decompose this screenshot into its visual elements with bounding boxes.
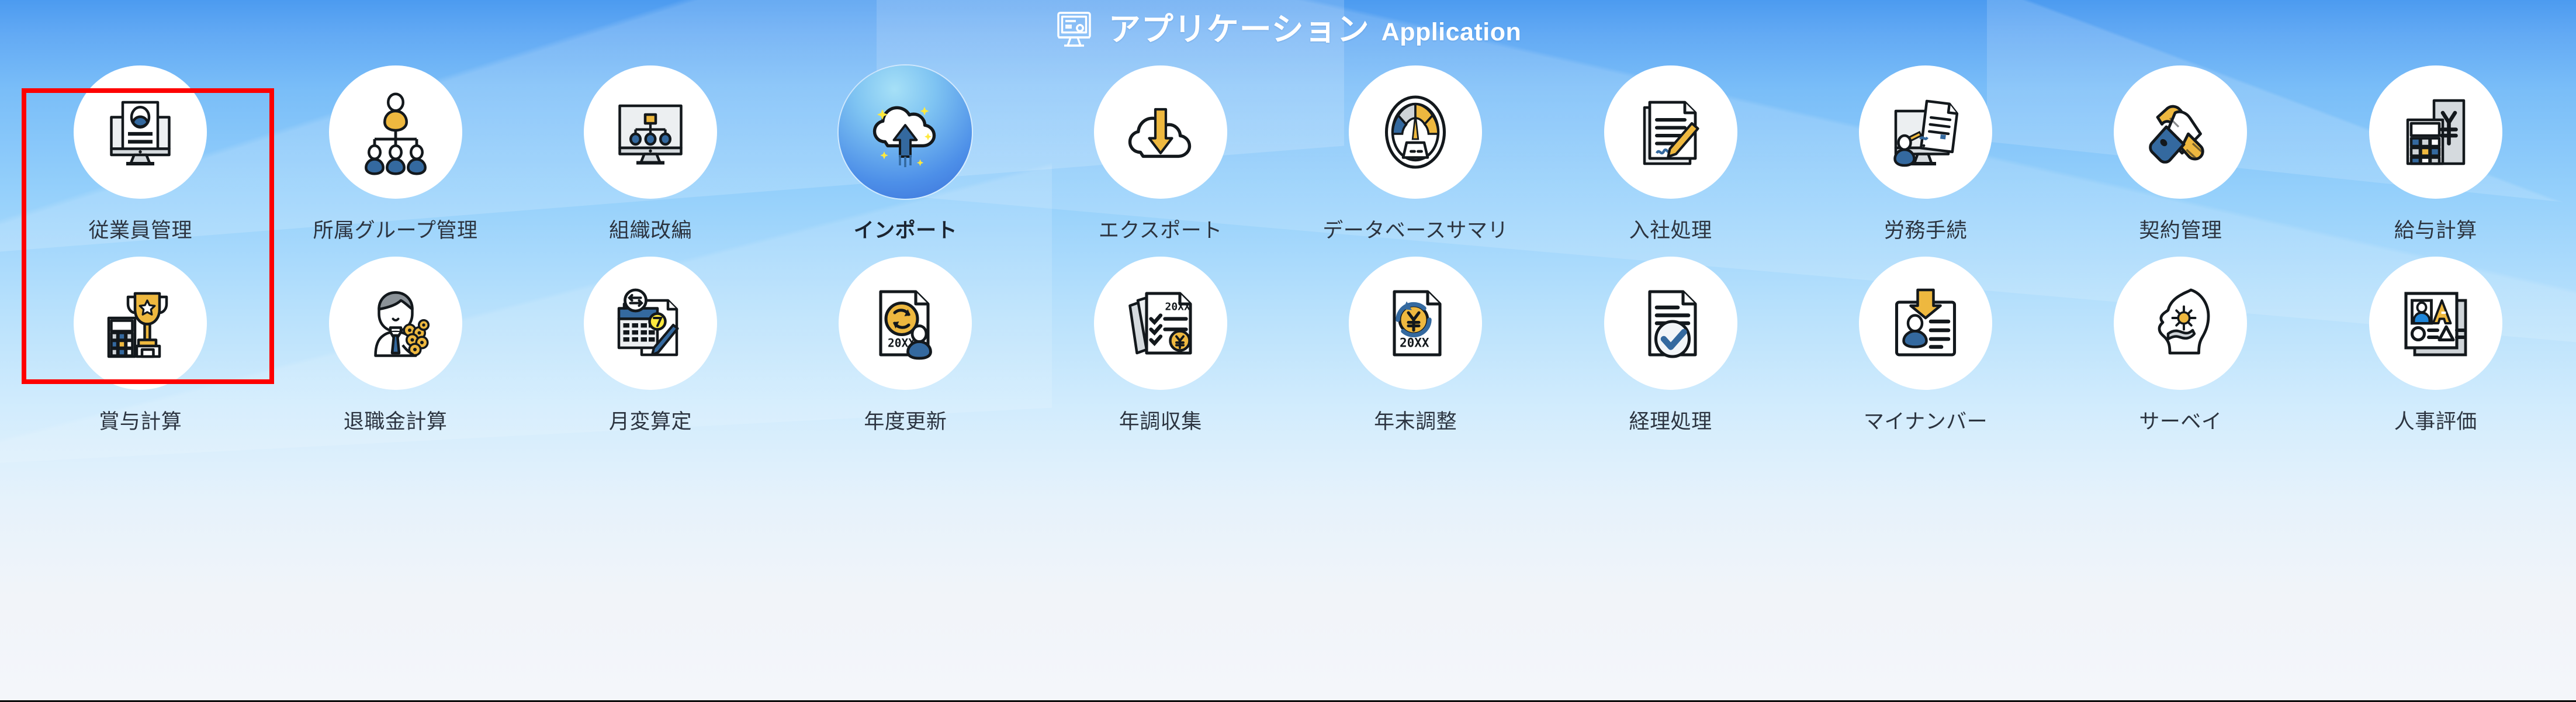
tile-label: 組織改編 <box>608 219 692 242</box>
calendar-revision-icon <box>617 288 679 357</box>
tile-circle-selected[interactable] <box>839 65 972 199</box>
tile-contract-management[interactable]: 契約管理 <box>2053 65 2308 244</box>
tile-circle[interactable] <box>583 257 717 390</box>
tile-label: マイナンバー <box>1863 410 1988 433</box>
cloud-upload-icon <box>873 106 936 167</box>
tile-database-summary[interactable]: データベースサマリ <box>1288 65 1543 244</box>
tile-year-end-adjustment[interactable]: 20XX 年末調整 <box>1288 257 1543 435</box>
tile-bonus-calculation[interactable]: 賞与計算 <box>13 257 268 435</box>
tile-label: 入社処理 <box>1629 219 1712 242</box>
tile-org-restructure[interactable]: 組織改編 <box>523 65 778 244</box>
year-placeholder-text: 20XX <box>1400 336 1429 350</box>
page-title-ja: アプリケーション <box>1108 11 1370 47</box>
tile-label: 月変算定 <box>608 410 692 433</box>
tile-circle[interactable] <box>2114 65 2248 199</box>
trophy-calculator-icon <box>107 292 168 358</box>
tile-onboarding[interactable]: 入社処理 <box>1543 65 1798 244</box>
annual-renewal-document-icon: 20XX <box>879 290 933 360</box>
survey-head-idea-icon <box>2158 288 2210 355</box>
tile-circle[interactable] <box>2114 257 2248 390</box>
my-number-card-icon <box>1895 288 1957 357</box>
tile-import[interactable]: インポート <box>778 65 1033 244</box>
tile-circle[interactable] <box>328 257 462 390</box>
org-group-tree-icon <box>364 92 427 175</box>
tile-circle[interactable] <box>2369 65 2502 199</box>
tile-label: データベースサマリ <box>1322 219 1509 242</box>
tile-annual-renewal[interactable]: 20XX 年度更新 <box>778 257 1033 435</box>
tile-label: 年調収集 <box>1119 410 1202 433</box>
tile-payroll[interactable]: 給与計算 <box>2308 65 2563 244</box>
year-end-adjustment-icon: 20XX <box>1393 290 1442 357</box>
tile-label: 賞与計算 <box>99 410 182 433</box>
tile-label: エクスポート <box>1098 219 1223 242</box>
page-header: アプリケーション Application <box>0 0 2576 58</box>
tile-label: 年末調整 <box>1374 410 1457 433</box>
tile-circle[interactable]: 20XX <box>1093 257 1227 390</box>
tile-my-number[interactable]: マイナンバー <box>1798 257 2053 435</box>
tile-circle[interactable] <box>1858 65 1992 199</box>
labor-paperwork-monitor-icon <box>1893 99 1959 167</box>
tile-export[interactable]: エクスポート <box>1033 65 1288 244</box>
retirement-bouquet-person-icon <box>373 291 430 357</box>
tile-label: 人事評価 <box>2394 410 2477 433</box>
application-row-2: 賞与計算 <box>13 257 2563 435</box>
tile-circle[interactable] <box>1349 65 1483 199</box>
page-title-en: Application <box>1381 18 1522 46</box>
tile-circle[interactable] <box>2369 257 2502 390</box>
cloud-download-icon <box>1128 108 1191 158</box>
tile-year-end-collection[interactable]: 20XX 年調収集 <box>1033 257 1288 435</box>
sparkle-icon <box>877 106 932 167</box>
tile-survey[interactable]: サーベイ <box>2053 257 2308 435</box>
tile-label: 年度更新 <box>864 410 947 433</box>
tile-label: インポート <box>853 219 958 242</box>
gauge-dashboard-icon <box>1385 95 1446 169</box>
org-restructure-monitor-icon <box>618 104 683 165</box>
accounting-approved-document-icon <box>1648 290 1697 358</box>
document-signature-icon <box>1643 101 1699 165</box>
tile-circle[interactable] <box>1093 65 1227 199</box>
tile-circle[interactable] <box>583 65 717 199</box>
tile-circle[interactable]: 20XX <box>1349 257 1483 390</box>
tile-circle[interactable] <box>328 65 462 199</box>
year-placeholder-text: 20XX <box>1165 301 1190 313</box>
page-title: アプリケーション Application <box>1109 13 1522 46</box>
tile-employee-management[interactable]: 従業員管理 <box>13 65 268 244</box>
tile-label: 経理処理 <box>1629 410 1712 433</box>
handshake-contract-icon <box>2149 105 2205 164</box>
employee-monitor-icon <box>110 101 171 165</box>
tile-label: 所属グループ管理 <box>313 219 478 242</box>
tile-circle[interactable] <box>74 257 207 390</box>
tile-label: サーベイ <box>2139 410 2222 433</box>
checklist-collection-icon: 20XX <box>1128 292 1192 355</box>
application-row-1: 従業員管理 <box>13 65 2563 244</box>
tile-label: 退職金計算 <box>343 410 448 433</box>
tile-label: 給与計算 <box>2394 219 2477 242</box>
monitor-application-icon <box>1057 12 1091 47</box>
hr-evaluation-sheet-icon <box>2404 292 2467 357</box>
tile-circle[interactable] <box>1604 65 1737 199</box>
tile-circle[interactable] <box>1604 257 1737 390</box>
tile-circle[interactable] <box>74 65 207 199</box>
tile-hr-evaluation[interactable]: 人事評価 <box>2308 257 2563 435</box>
tile-label: 従業員管理 <box>88 219 192 242</box>
tile-retirement-allowance[interactable]: 退職金計算 <box>268 257 522 435</box>
tile-monthly-revision[interactable]: 月変算定 <box>523 257 778 435</box>
application-grid: 従業員管理 <box>0 65 2576 435</box>
tile-group-management[interactable]: 所属グループ管理 <box>268 65 522 244</box>
tile-circle[interactable] <box>1858 257 1992 390</box>
calculator-yen-icon <box>2406 99 2466 165</box>
tile-circle[interactable]: 20XX <box>839 257 972 390</box>
tile-labor-procedures[interactable]: 労務手続 <box>1798 65 2053 244</box>
tile-label: 契約管理 <box>2139 219 2222 242</box>
tile-accounting[interactable]: 経理処理 <box>1543 257 1798 435</box>
tile-label: 労務手続 <box>1883 219 1967 242</box>
